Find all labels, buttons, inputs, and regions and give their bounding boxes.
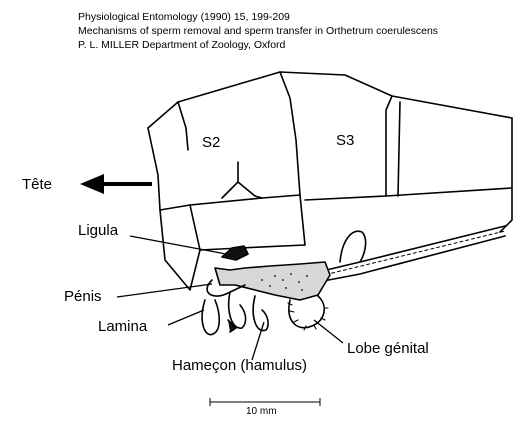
genital-lobe-shape (288, 295, 325, 329)
label-segment-3: S3 (336, 132, 355, 149)
lamina-leader (167, 309, 205, 326)
hamulus-leader (251, 321, 265, 361)
citation-author: P. L. MILLER Department of Zoology, Oxfo… (78, 39, 286, 51)
label-lamina: Lamina (98, 318, 148, 335)
citation-block: Physiological Entomology (1990) 15, 199-… (78, 10, 438, 52)
label-segment-2: S2 (202, 134, 221, 151)
head-direction-arrow (80, 174, 152, 194)
hamulus-shape (227, 291, 247, 329)
label-ligula: Ligula (78, 222, 119, 239)
s2-carina (221, 161, 239, 199)
s3-posterior-boundary (385, 95, 393, 197)
posterior-end (499, 117, 513, 233)
label-head-direction: Tête (22, 176, 53, 193)
genital-fossa (214, 261, 331, 301)
dorsal-outline (147, 71, 513, 129)
ligula-leader (129, 235, 227, 255)
scale-bar (209, 398, 321, 406)
label-genital-lobe: Lobe génital (347, 340, 429, 357)
label-hamulus: Hameçon (hamulus) (172, 357, 308, 374)
anterior-rim (147, 127, 201, 291)
lamina-shape (201, 299, 221, 336)
scale-bar-label: 10 mm (246, 406, 277, 417)
label-penis: Pénis (64, 288, 102, 305)
ligula-shape (221, 245, 249, 261)
penis-leader (116, 283, 213, 298)
sternite-band (317, 225, 506, 273)
s2-anterior-boundary (177, 101, 189, 151)
citation-title: Mechanisms of sperm removal and sperm tr… (78, 25, 439, 37)
genital-lobe-leader (313, 319, 344, 344)
s2-s3-boundary (279, 71, 306, 246)
citation-journal: Physiological Entomology (1990) 15, 199-… (78, 11, 290, 23)
penis-shape (206, 279, 246, 297)
